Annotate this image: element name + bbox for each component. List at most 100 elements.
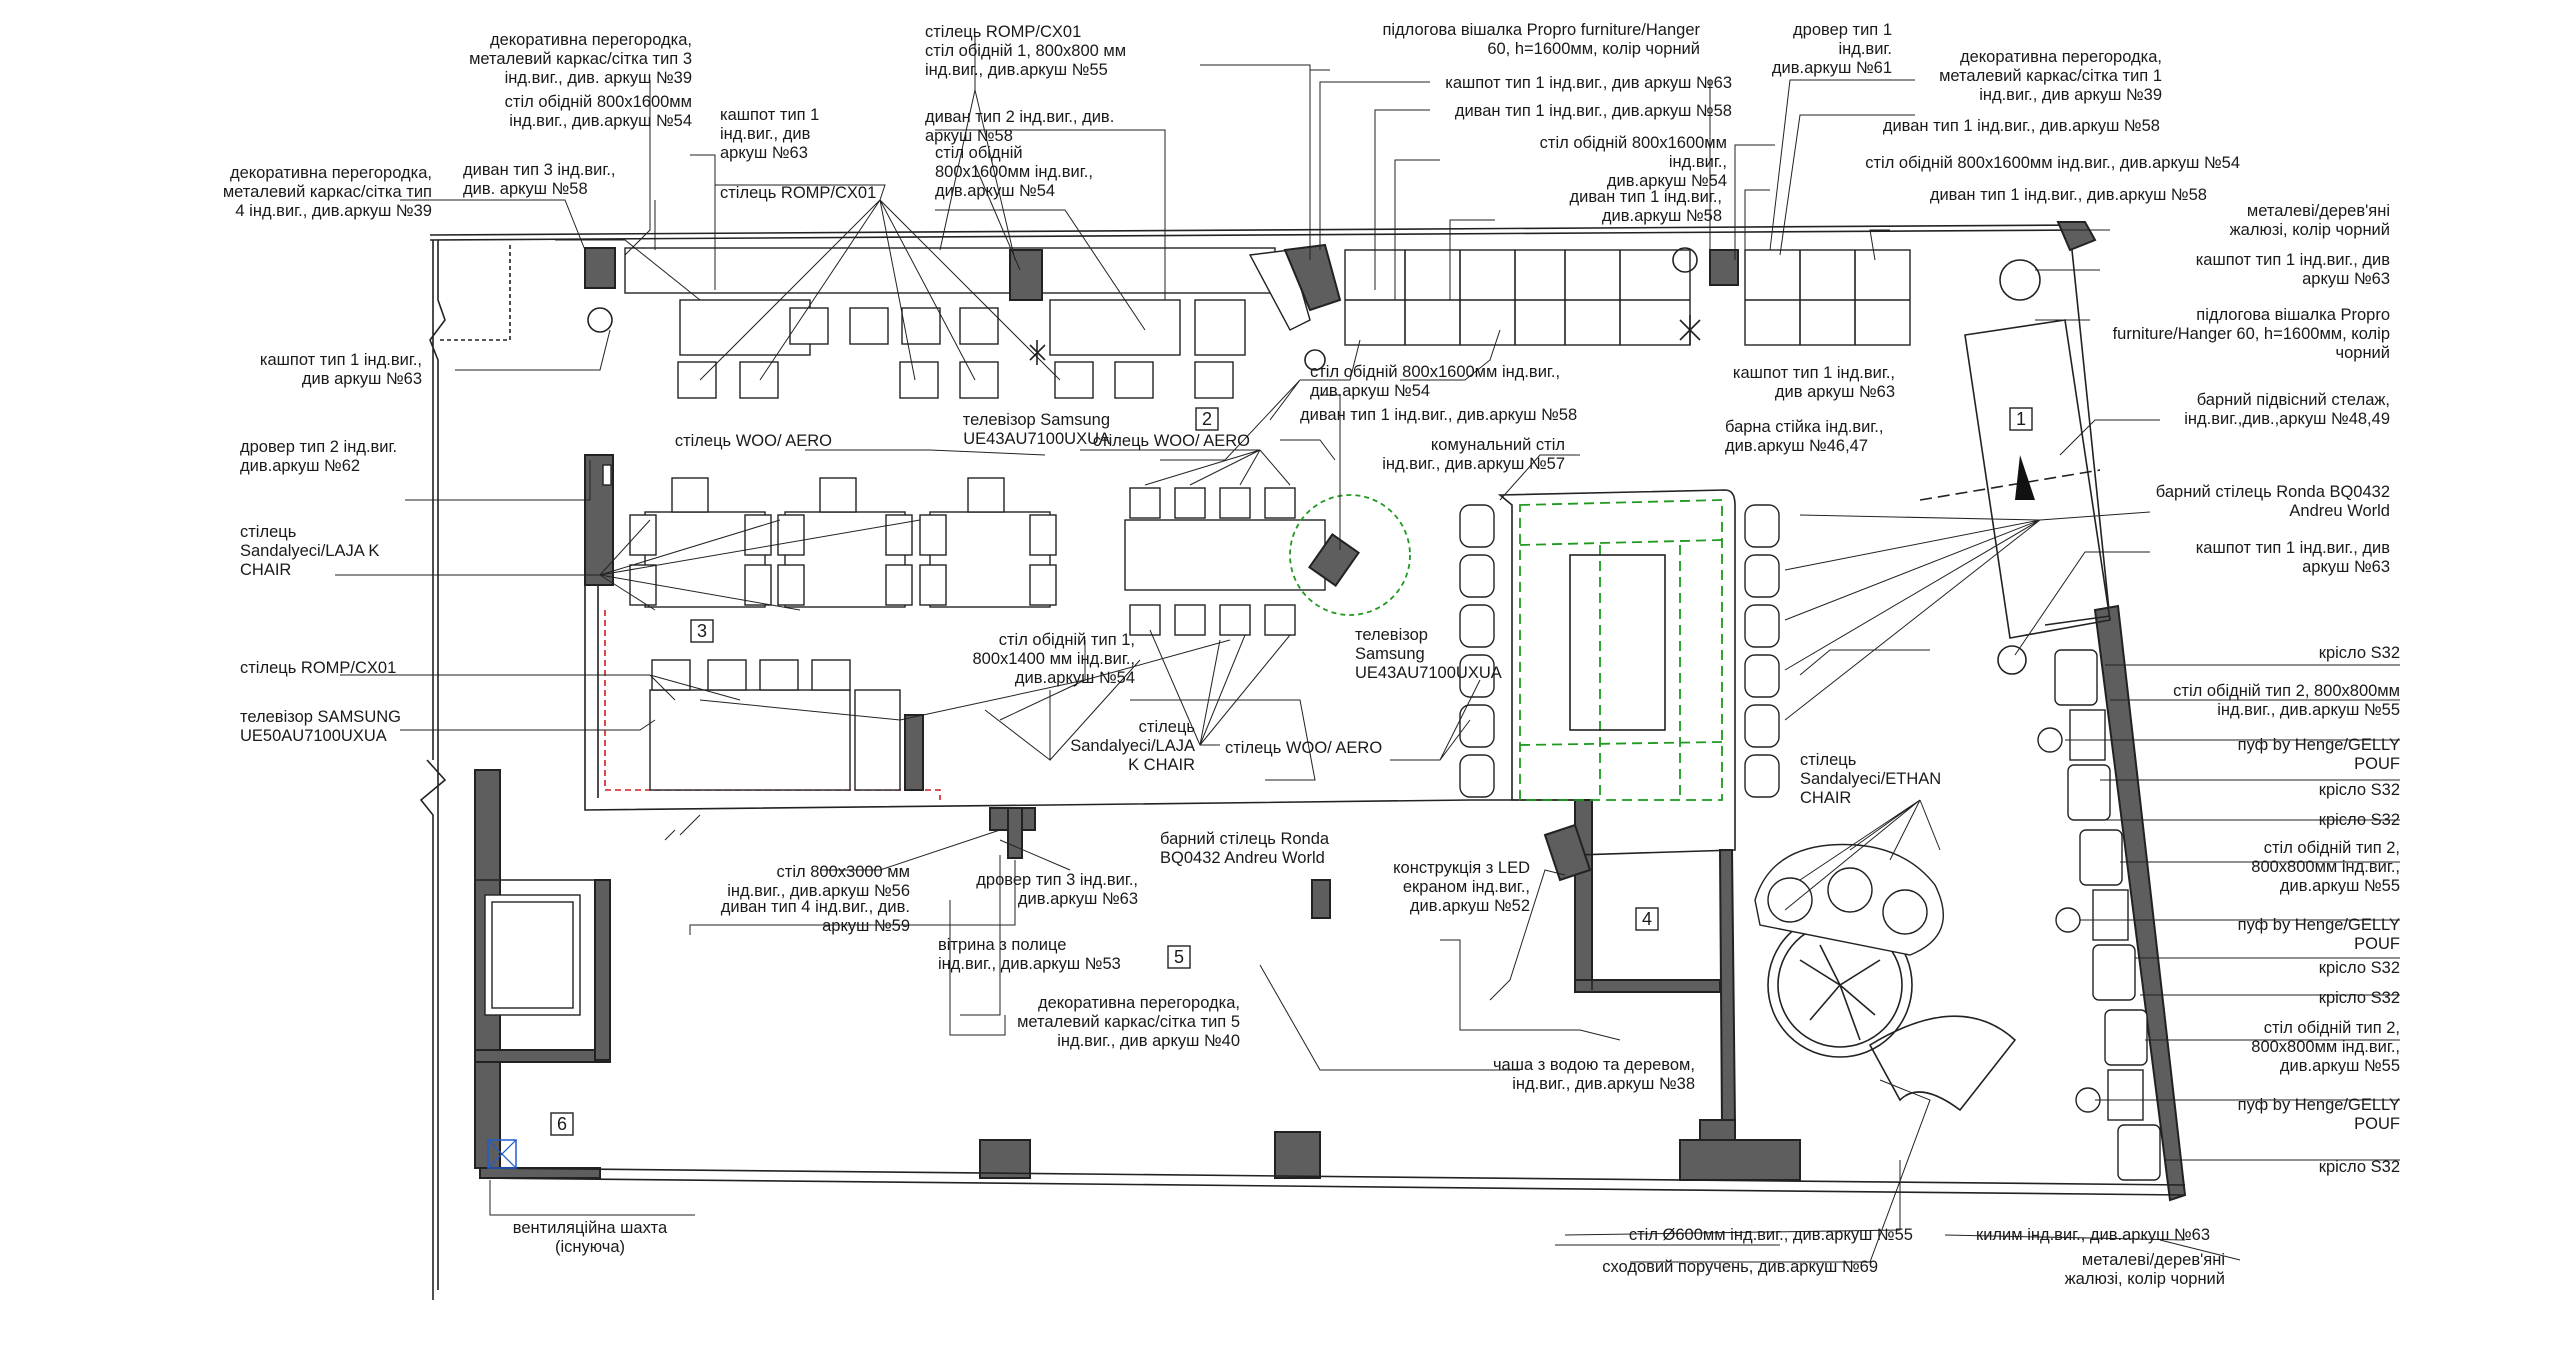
annotation-line: 800х800мм інд.виг., — [2251, 1038, 2400, 1056]
leader-lines — [335, 35, 2400, 1263]
annotation-line: стілець WOO/ AERO — [1093, 432, 1250, 450]
annotation-line: 800х1400 мм інд.виг., — [973, 650, 1136, 668]
annotation-line: аркуш №59 — [822, 917, 910, 935]
annotation-line: стіл обідній тип 2, 800х800мм — [2173, 682, 2400, 700]
annotation-label: диван тип 1 інд.виг., див.аркуш №58 — [1455, 102, 1732, 120]
annotation-line: барна стійка інд.виг., — [1725, 418, 1883, 436]
annotation-line: див.аркуш №63 — [1018, 890, 1138, 908]
annotation-line: UE50AU7100UXUA — [240, 727, 387, 745]
annotation-line: телевізор — [1355, 626, 1428, 644]
annotation-line: кашпот тип 1 інд.виг., — [1733, 364, 1895, 382]
annotation-line: див.аркуш №52 — [1410, 897, 1530, 915]
annotation-line: Sandalyeci/ETHAN — [1800, 770, 1941, 788]
annotation-line: інд.виг., див.аркуш №55 — [2217, 701, 2400, 719]
annotation-line: сходовий поручень, див.аркуш №69 — [1602, 1258, 1878, 1276]
annotation-label: підлогова вішалка Propro furniture/Hange… — [1382, 21, 1700, 58]
annotation-line: інд.виг., див.аркуш №56 — [727, 882, 910, 900]
annotation-line: стіл обідній 800х1600мм інд.виг., див.ар… — [1865, 154, 2240, 172]
annotation-line: див.аркуш №62 — [240, 457, 360, 475]
annotation-line: інд.виг., див.аркуш №53 — [938, 955, 1121, 973]
annotation-line: Sandalyeci/LAJA K — [240, 542, 379, 560]
annotation-label: стіл обідній 800х1600мм інд.виг.,див.арк… — [1310, 363, 1560, 400]
annotation-label: диван тип 3 інд.виг.,див. аркуш №58 — [463, 161, 616, 198]
annotation-line: пуф by Henge/GELLY — [2238, 736, 2400, 754]
annotation-line: UE43AU7100UXUA — [963, 430, 1110, 448]
annotation-line: Andreu World — [2289, 502, 2390, 520]
annotation-line: стіл обідній — [935, 144, 1023, 162]
annotation-line: стіл 800х3000 мм — [777, 863, 910, 881]
annotation-line: інд.виг., див. аркуш №39 — [505, 69, 692, 87]
annotation-label: кашпот тип 1 інд.виг.,див аркуш №63 — [260, 351, 422, 388]
annotation-line: стілець — [1800, 751, 1856, 769]
annotation-line: диван тип 1 інд.виг., див.аркуш №58 — [1455, 102, 1732, 120]
annotation-line: крісло S32 — [2319, 989, 2400, 1007]
annotation-line: екраном інд.виг., — [1403, 878, 1530, 896]
annotation-line: конструкція з LED — [1393, 859, 1530, 877]
annotation-label: стіл обідній тип 1,800х1400 мм інд.виг.,… — [973, 631, 1136, 687]
annotation-line: крісло S32 — [2319, 781, 2400, 799]
annotation-line: дровер тип 1 — [1793, 21, 1892, 39]
annotation-line: 800х1600мм інд.виг., — [935, 163, 1093, 181]
annotation-line: дровер тип 2 інд.виг. — [240, 438, 397, 456]
annotation-line: дровер тип 3 інд.виг., — [976, 871, 1138, 889]
annotation-line: CHAIR — [240, 561, 291, 579]
annotation-label: диван тип 1 інд.виг.,див.аркуш №58 — [1570, 188, 1723, 225]
annotation-label: крісло S32 — [2319, 959, 2400, 977]
annotation-label: крісло S32 — [2319, 1158, 2400, 1176]
annotation-line: крісло S32 — [2319, 1158, 2400, 1176]
annotation-line: див.аркуш №46,47 — [1725, 437, 1868, 455]
annotation-line: кашпот тип 1 інд.виг., див аркуш №63 — [1445, 74, 1732, 92]
annotation-line: furniture/Hanger 60, h=1600мм, колір — [2113, 325, 2390, 343]
annotation-line: крісло S32 — [2319, 959, 2400, 977]
annotation-line: див.аркуш №54 — [935, 182, 1055, 200]
annotation-line: див.аркуш №58 — [1602, 207, 1722, 225]
annotation-line: BQ0432 Andreu World — [1160, 849, 1325, 867]
annotation-line: крісло S32 — [2319, 644, 2400, 662]
annotation-line: K CHAIR — [1128, 756, 1195, 774]
annotation-line: POUF — [2354, 1115, 2400, 1133]
annotation-line: POUF — [2354, 935, 2400, 953]
annotation-label: стіл обідній тип 2,800х800мм інд.виг.,ди… — [2251, 839, 2400, 895]
annotation-line: декоративна перегородка, — [490, 31, 692, 49]
annotation-label: стіл обідній тип 2,800х800мм інд.виг.,ди… — [2251, 1019, 2400, 1075]
annotation-line: телевізор Samsung — [963, 411, 1110, 429]
annotation-line: див.аркуш №54 — [1015, 669, 1135, 687]
annotation-line: крісло S32 — [2319, 811, 2400, 829]
annotation-label: диван тип 2 інд.виг., див.аркуш №58 — [925, 108, 1114, 145]
annotation-label: стілець ROMP/CX01 — [240, 659, 396, 677]
annotation-line: інд.виг., — [1669, 153, 1727, 171]
annotation-line: пуф by Henge/GELLY — [2238, 1096, 2400, 1114]
room-number-6: 6 — [557, 1114, 567, 1134]
annotation-line: див аркуш №63 — [302, 370, 422, 388]
annotation-line: барний стілець Ronda — [1160, 830, 1330, 848]
annotation-line: чаша з водою та деревом, — [1493, 1056, 1695, 1074]
annotation-line: кашпот тип 1 інд.виг., див — [2196, 539, 2391, 557]
annotation-line: декоративна перегородка, — [230, 164, 432, 182]
annotation-line: декоративна перегородка, — [1960, 48, 2162, 66]
annotation-label: килим інд.виг., див.аркуш №63 — [1976, 1226, 2210, 1244]
annotation-line: аркуш №58 — [925, 127, 1013, 145]
annotation-line: інд.виг., див — [720, 125, 811, 143]
annotation-label: чаша з водою та деревом,інд.виг., див.ар… — [1493, 1056, 1695, 1093]
annotation-line: стілець — [240, 523, 296, 541]
annotation-line: стілець ROMP/CX01 — [925, 23, 1081, 41]
annotation-label: декоративна перегородка,металевий каркас… — [1017, 994, 1240, 1050]
annotation-line: UE43AU7100UXUA — [1355, 664, 1502, 682]
annotation-line: інд.виг., див.аркуш №57 — [1382, 455, 1565, 473]
annotation-label: крісло S32 — [2319, 989, 2400, 1007]
annotation-line: стілець WOO/ AERO — [675, 432, 832, 450]
annotation-line: жалюзі, колір чорний — [2230, 221, 2390, 239]
annotation-labels: декоративна перегородка,металевий каркас… — [223, 21, 2400, 1288]
